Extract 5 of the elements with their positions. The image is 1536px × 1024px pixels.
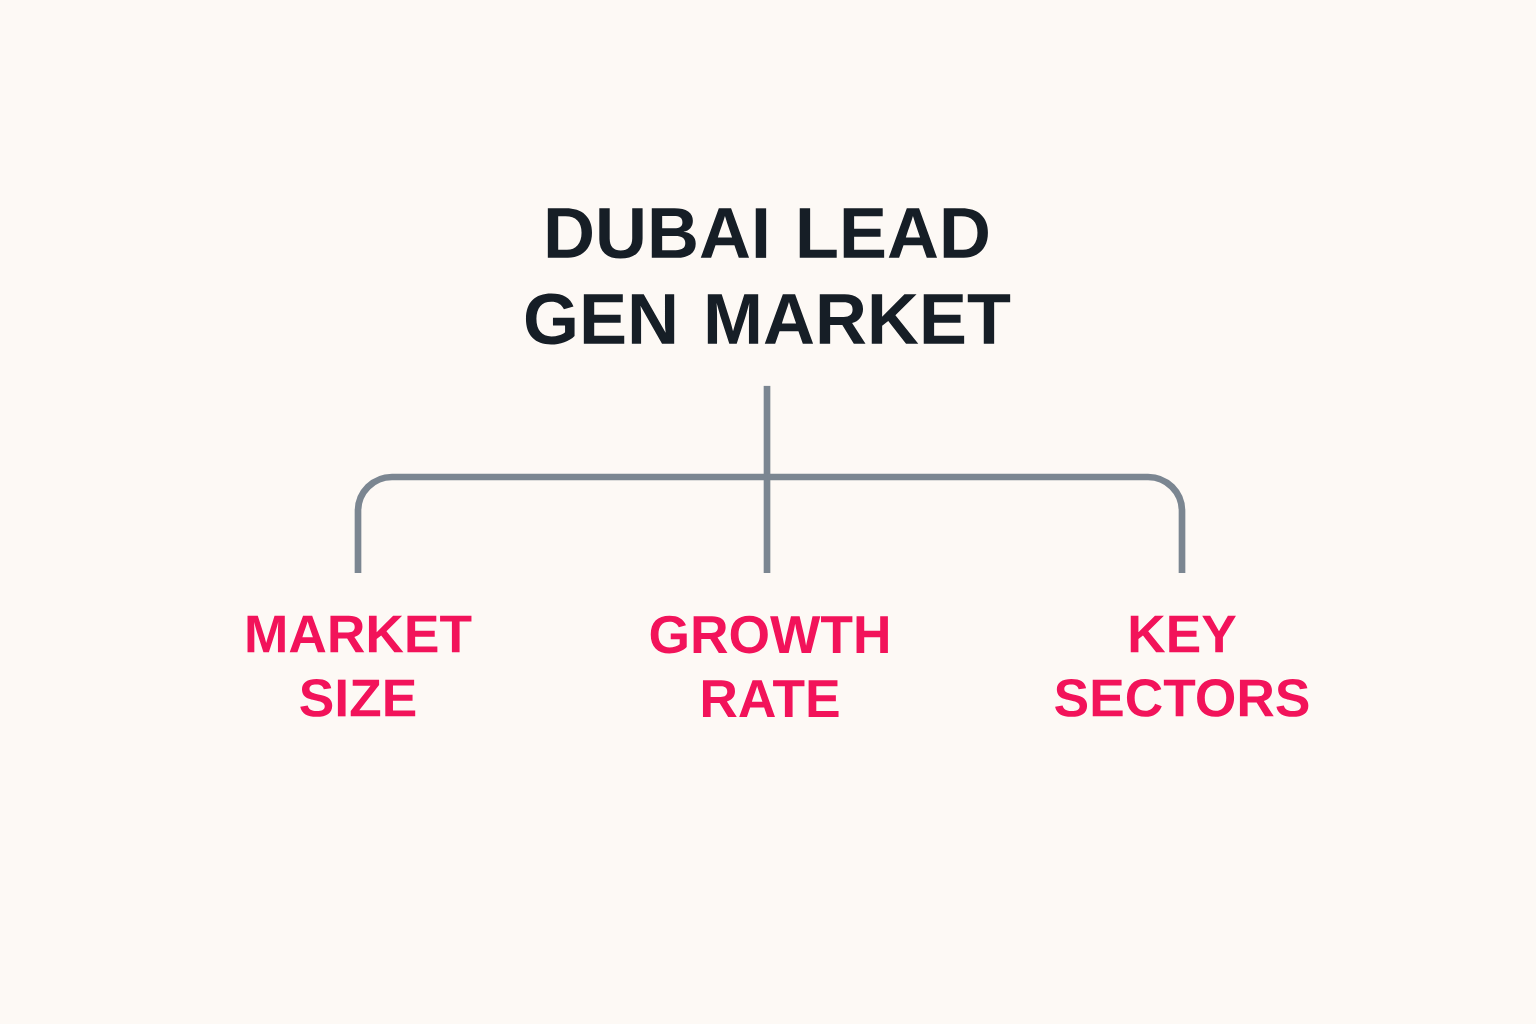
branch-heading: KEY SECTORS: [1055, 615, 1309, 717]
branch-heading: GROWTH RATE: [650, 615, 888, 717]
connector-line: [763, 385, 771, 477]
root-heading: DUBAI LEAD GEN MARKET: [525, 208, 1011, 345]
branch-heading: MARKET SIZE: [247, 615, 472, 717]
